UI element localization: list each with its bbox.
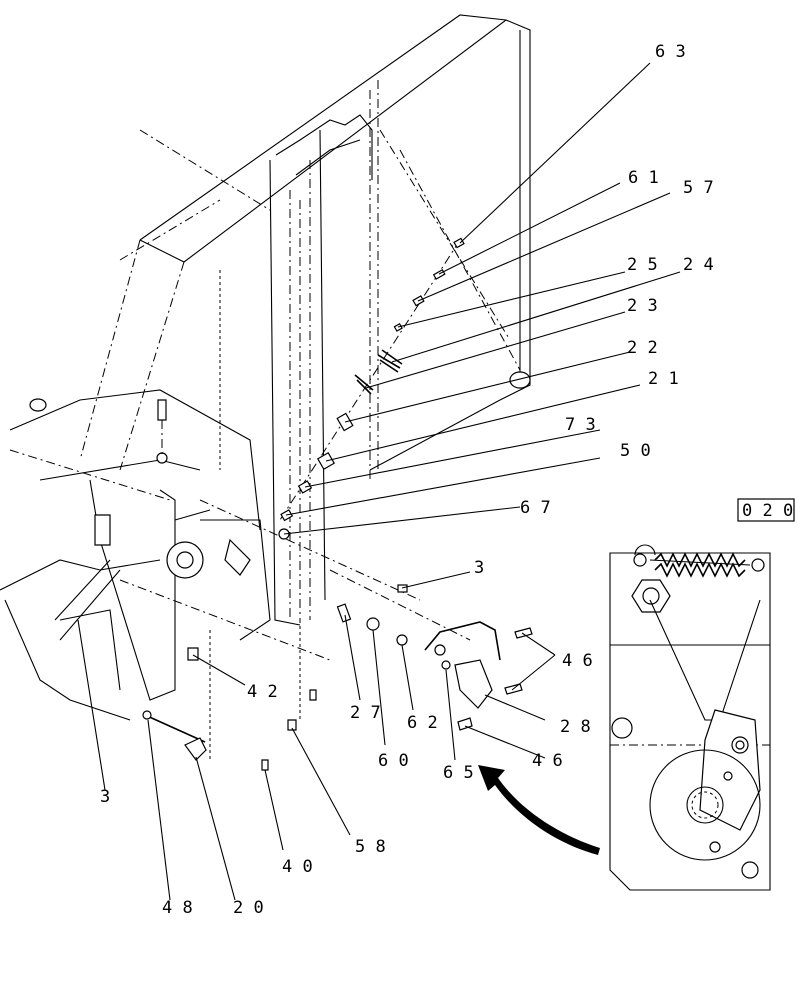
callout-46-lower: 4 6 xyxy=(532,751,563,771)
callout-3-left: 3 xyxy=(100,787,110,807)
callout-28: 2 8 xyxy=(560,717,591,737)
detail-label-box: 0 2 0 xyxy=(737,498,795,522)
callout-46-upper: 4 6 xyxy=(562,651,593,671)
callout-42: 4 2 xyxy=(247,682,278,702)
callout-25: 2 5 xyxy=(627,255,658,275)
fasteners xyxy=(142,270,317,771)
main-frame xyxy=(29,14,531,626)
spring-rod-assembly xyxy=(199,237,533,731)
callout-22: 2 2 xyxy=(627,338,658,358)
callout-57: 5 7 xyxy=(683,178,714,198)
callout-labels: 6 3 6 1 5 7 2 5 2 4 2 3 2 2 2 1 7 3 5 0 … xyxy=(100,42,714,918)
callout-58: 5 8 xyxy=(355,837,386,857)
callout-62: 6 2 xyxy=(407,713,438,733)
callout-73: 7 3 xyxy=(565,415,596,435)
detail-box-label: 0 2 0 xyxy=(742,501,793,521)
callout-24: 2 4 xyxy=(683,255,714,275)
callout-61: 6 1 xyxy=(628,168,659,188)
callout-60: 6 0 xyxy=(378,751,409,771)
callout-63: 6 3 xyxy=(655,42,686,62)
callout-67: 6 7 xyxy=(520,498,551,518)
callout-50: 5 0 xyxy=(620,441,651,461)
callout-20: 2 0 xyxy=(233,898,264,918)
callout-40: 4 0 xyxy=(282,857,313,877)
leader-lines xyxy=(77,62,681,901)
callout-21: 2 1 xyxy=(648,369,679,389)
callout-65: 6 5 xyxy=(443,763,474,783)
callout-3-right: 3 xyxy=(474,558,484,578)
callout-23: 2 3 xyxy=(627,296,658,316)
callout-48: 4 8 xyxy=(162,898,193,918)
detail-inset xyxy=(609,544,771,891)
lower-frame xyxy=(0,389,331,721)
callout-27: 2 7 xyxy=(350,703,381,723)
curved-arrow xyxy=(478,765,600,855)
